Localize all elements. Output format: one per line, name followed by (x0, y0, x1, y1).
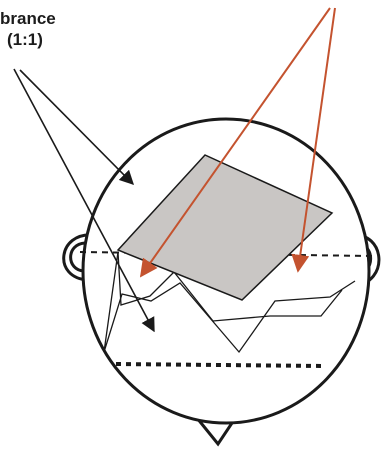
label-line-2: (1:1) (7, 30, 43, 50)
label-line-1: brance (0, 9, 56, 29)
pointer-arrow-upper (20, 70, 133, 184)
